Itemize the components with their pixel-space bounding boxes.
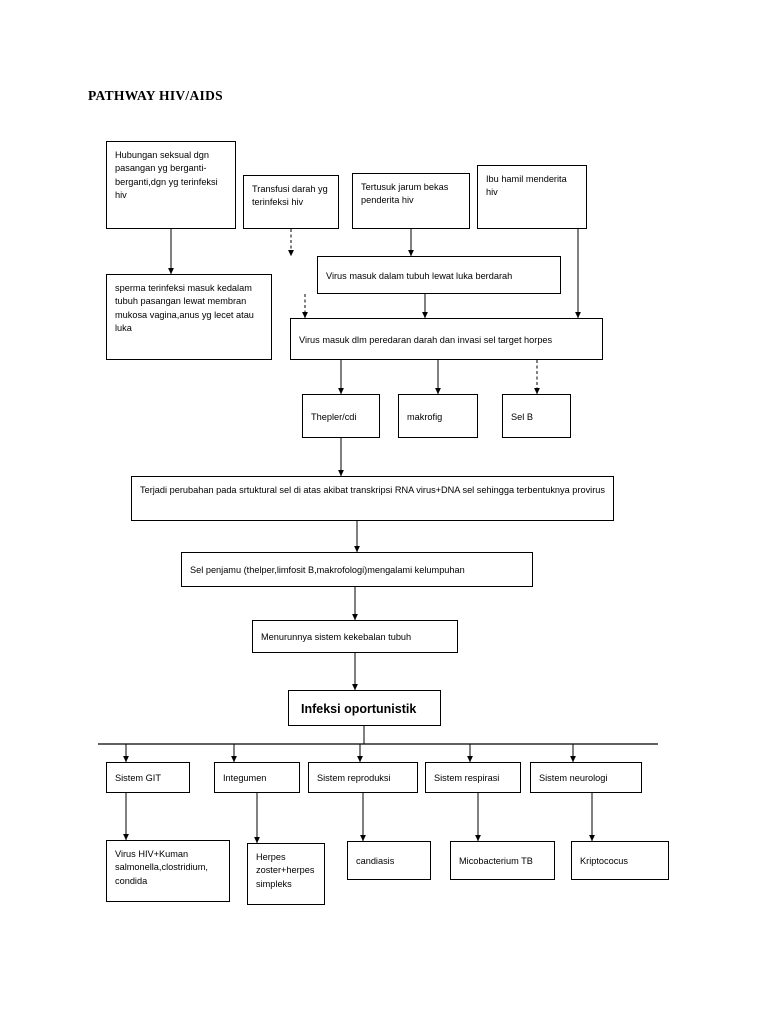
node-box: Ibu hamil menderita hiv (477, 165, 587, 229)
node-box: Virus masuk dalam tubuh lewat luka berda… (317, 256, 561, 294)
node-box: Sistem respirasi (425, 762, 521, 793)
node-box: Tertusuk jarum bekas penderita hiv (352, 173, 470, 229)
node-box: Virus masuk dlm peredaran darah dan inva… (290, 318, 603, 360)
node-box: Sistem reproduksi (308, 762, 418, 793)
node-box: Menurunnya sistem kekebalan tubuh (252, 620, 458, 653)
node-box: Infeksi oportunistik (288, 690, 441, 726)
node-box: candiasis (347, 841, 431, 880)
node-box: Sistem GIT (106, 762, 190, 793)
node-box: Herpes zoster+herpes simpleks (247, 843, 325, 905)
node-box: Sel B (502, 394, 571, 438)
node-box: Sistem neurologi (530, 762, 642, 793)
node-box: Micobacterium TB (450, 841, 555, 880)
node-box: Virus HIV+Kuman salmonella,clostridium, … (106, 840, 230, 902)
node-box: makrofig (398, 394, 478, 438)
node-box: Transfusi darah yg terinfeksi hiv (243, 175, 339, 229)
node-box: Hubungan seksual dgn pasangan yg bergant… (106, 141, 236, 229)
node-box: Integumen (214, 762, 300, 793)
node-box: Sel penjamu (thelper,limfosit B,makrofol… (181, 552, 533, 587)
node-box: Terjadi perubahan pada srtuktural sel di… (131, 476, 614, 521)
node-box: sperma terinfeksi masuk kedalam tubuh pa… (106, 274, 272, 360)
node-box: Kriptococus (571, 841, 669, 880)
node-box: Thepler/cdi (302, 394, 380, 438)
page-title: PATHWAY HIV/AIDS (88, 88, 223, 103)
